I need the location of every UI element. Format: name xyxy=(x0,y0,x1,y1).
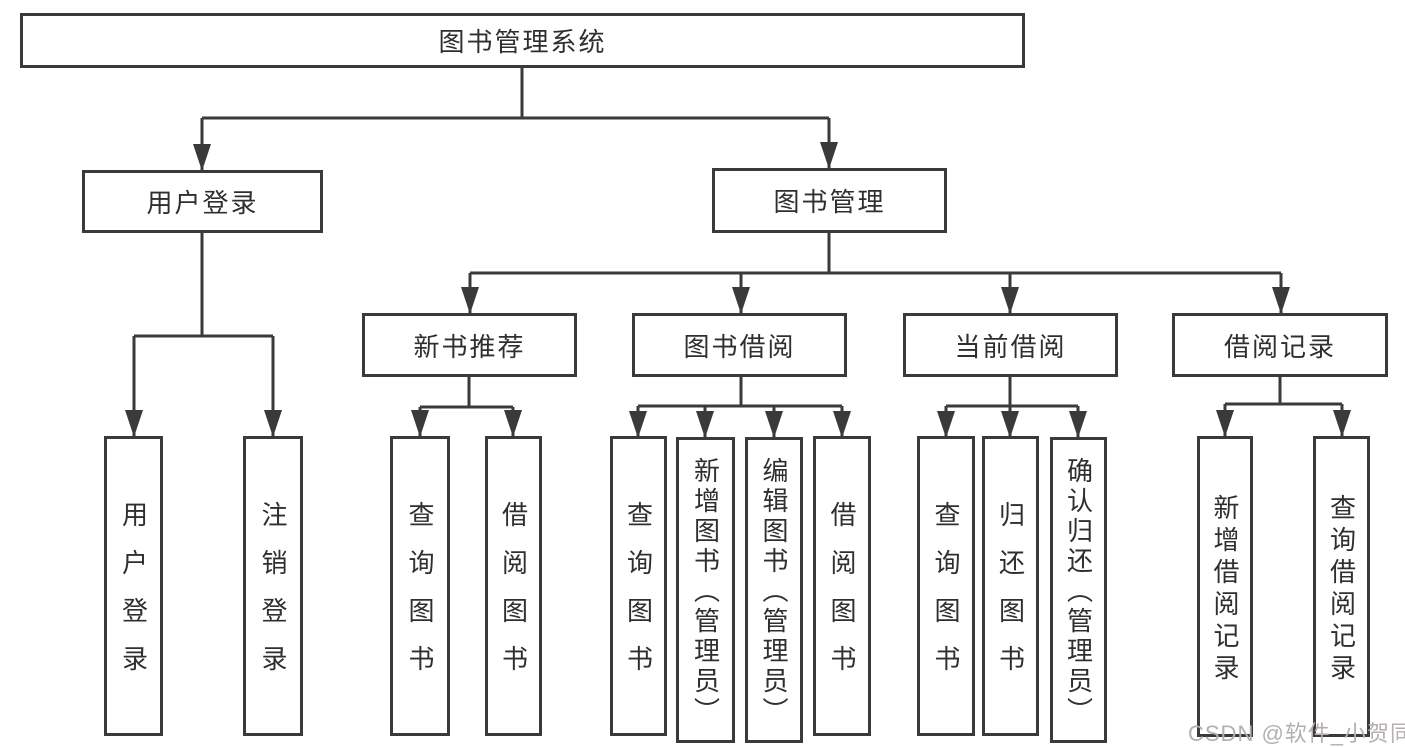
leaf-logout-label: 注销登录 xyxy=(258,501,288,693)
node-new-book-recommend: 新书推荐 xyxy=(362,313,577,377)
connector-book-mgmt-branch xyxy=(468,233,1283,314)
leaf-recommend-query-books: 查询图书 xyxy=(390,436,450,736)
node-borrowing-records: 借阅记录 xyxy=(1172,313,1388,377)
csdn-watermark: CSDN @软件_小贺同学 xyxy=(1188,721,1405,746)
leaf-add-borrow-record-label: 新增借阅记录 xyxy=(1210,493,1240,686)
leaf-user-login-label: 用户登录 xyxy=(118,501,149,693)
leaf-confirm-return-admin-label: 确认归还（管理员） xyxy=(1063,457,1094,727)
leaf-return-books: 归还图书 xyxy=(982,436,1039,736)
leaf-add-books-admin: 新增图书（管理员） xyxy=(676,437,735,743)
leaf-borrowing-query-books-label: 查询图书 xyxy=(623,501,654,693)
connector-user-login-branch xyxy=(132,233,275,437)
leaf-recommend-query-books-label: 查询图书 xyxy=(405,501,435,693)
leaf-recommend-borrow-books: 借阅图书 xyxy=(485,436,542,736)
leaf-recommend-borrow-books-label: 借阅图书 xyxy=(498,501,529,693)
node-book-borrowing: 图书借阅 xyxy=(632,313,847,377)
node-user-login: 用户登录 xyxy=(82,170,323,233)
arrowheads xyxy=(125,142,1351,438)
leaf-borrowing-query-books: 查询图书 xyxy=(610,436,667,736)
node-current-borrowing: 当前借阅 xyxy=(903,313,1118,377)
leaf-add-books-admin-label: 新增图书（管理员） xyxy=(690,457,721,727)
connector-new-rec-branch xyxy=(418,377,515,437)
leaf-logout: 注销登录 xyxy=(243,436,303,736)
leaf-borrow-books-label: 借阅图书 xyxy=(827,501,857,693)
leaf-add-borrow-record: 新增借阅记录 xyxy=(1197,436,1253,737)
leaf-edit-books-admin-label: 编辑图书（管理员） xyxy=(759,457,789,727)
node-root: 图书管理系统 xyxy=(20,13,1025,68)
leaf-query-borrow-record: 查询借阅记录 xyxy=(1313,436,1370,737)
leaf-borrow-books: 借阅图书 xyxy=(813,436,871,736)
leaf-current-query-books: 查询图书 xyxy=(917,436,975,736)
leaf-return-books-label: 归还图书 xyxy=(995,501,1026,693)
leaf-current-query-books-label: 查询图书 xyxy=(931,501,961,693)
connector-root-to-level2 xyxy=(200,68,831,171)
connector-borrow-record-branch xyxy=(1223,377,1344,437)
leaf-query-borrow-record-label: 查询借阅记录 xyxy=(1326,493,1357,686)
leaf-confirm-return-admin: 确认归还（管理员） xyxy=(1050,437,1107,743)
leaf-user-login: 用户登录 xyxy=(104,436,163,736)
node-book-management: 图书管理 xyxy=(712,168,947,233)
connector-book-borrow-branch xyxy=(636,377,844,438)
leaf-edit-books-admin: 编辑图书（管理员） xyxy=(745,437,803,743)
